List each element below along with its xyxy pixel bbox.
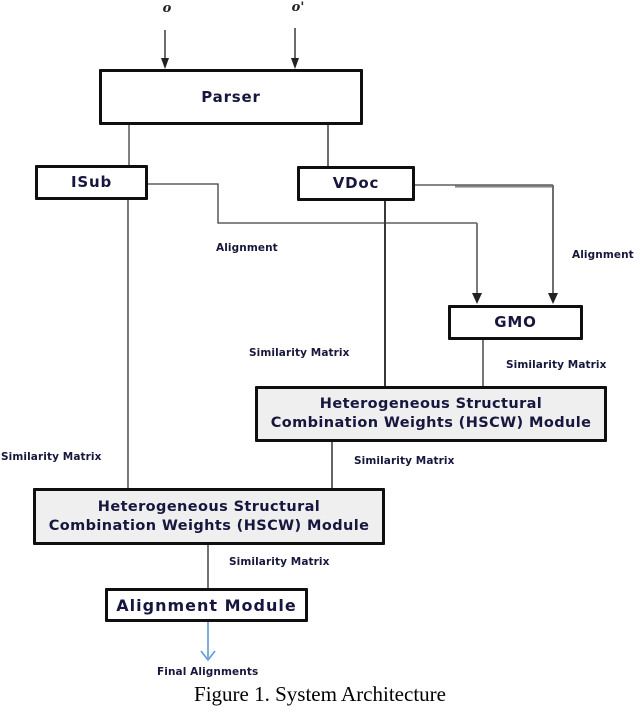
arrowhead-gmo-right-icon: [548, 293, 558, 304]
node-isub: ISub: [35, 165, 148, 200]
edge-label-similarity-bottom: Similarity Matrix: [229, 556, 330, 568]
edge-label-similarity-mid: Similarity Matrix: [354, 455, 455, 467]
arrow-input-o-prime-head-icon: [291, 58, 299, 69]
edge-label-alignment-left: Alignment: [216, 242, 278, 254]
arrowhead-gmo-left-icon: [472, 293, 482, 304]
node-hscw-module-top: Heterogeneous Structural Combination Wei…: [255, 386, 607, 442]
input-label-o-prime: o': [291, 0, 305, 15]
figure-caption: Figure 1. System Architecture: [194, 682, 446, 706]
node-hscw-bottom-line2: Combination Weights (HSCW) Module: [48, 517, 370, 534]
input-label-o: o: [162, 1, 172, 16]
edge-label-alignment-right: Alignment: [572, 249, 634, 261]
node-alignment-module: Alignment Module: [105, 588, 308, 622]
arrow-final-alignments-head-icon: [200, 650, 216, 662]
node-vdoc-label: VDoc: [332, 174, 380, 192]
node-gmo: GMO: [448, 305, 583, 340]
edge-label-similarity-far-left: Similarity Matrix: [1, 451, 102, 463]
edge-label-final-alignments: Final Alignments: [157, 666, 259, 678]
node-alignment-module-label: Alignment Module: [116, 595, 297, 615]
edge-label-similarity-below-gmo: Similarity Matrix: [506, 359, 607, 371]
node-isub-label: ISub: [70, 173, 112, 191]
node-gmo-label: GMO: [494, 313, 537, 331]
node-hscw-top-line1: Heterogeneous Structural: [319, 396, 543, 412]
node-hscw-top-line2: Combination Weights (HSCW) Module: [270, 415, 592, 431]
node-hscw-bottom-line1: Heterogeneous Structural: [97, 498, 321, 515]
node-parser-label: Parser: [201, 87, 261, 106]
arrow-input-o-head-icon: [161, 58, 169, 69]
node-vdoc: VDoc: [297, 166, 415, 201]
connector-isub-gmo: [148, 183, 477, 224]
node-hscw-module-bottom: Heterogeneous Structural Combination Wei…: [33, 488, 385, 545]
edge-label-similarity-upper-mid: Similarity Matrix: [249, 347, 350, 359]
node-parser: Parser: [99, 69, 363, 125]
